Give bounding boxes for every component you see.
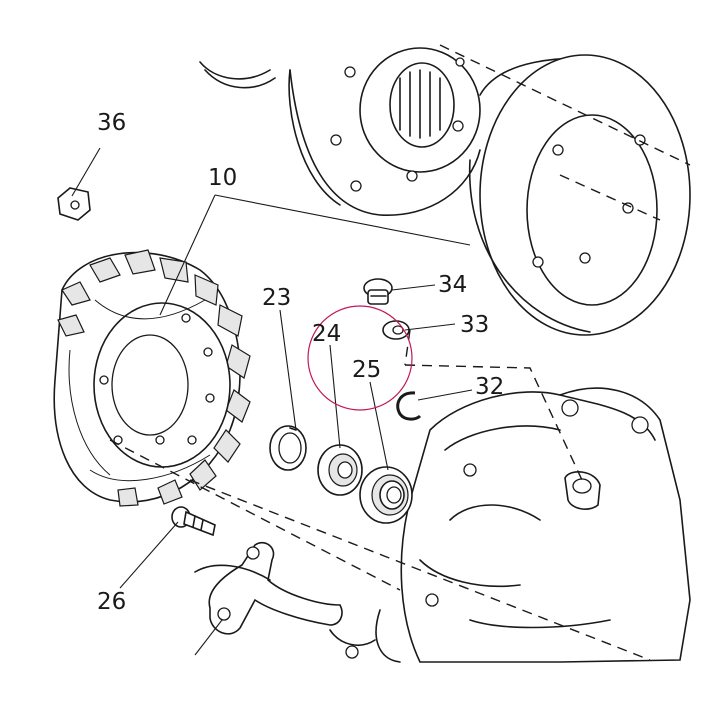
callout-23: 23 [262, 285, 291, 311]
bracket [194, 541, 343, 635]
callout-25: 25 [352, 357, 381, 383]
assembly-axes [109, 44, 691, 661]
leader-lines [71, 147, 473, 656]
stator [53, 249, 251, 507]
callout-34: 34 [438, 272, 467, 298]
callout-32: 32 [475, 374, 504, 400]
screw-34 [363, 278, 393, 305]
callout-36: 36 [97, 110, 126, 136]
circlip-23 [269, 425, 307, 471]
bearing-25 [359, 466, 413, 524]
callout-10: 10 [208, 165, 237, 191]
circlip-32 [396, 391, 422, 421]
bolt-26 [171, 506, 216, 537]
callout-26: 26 [97, 589, 126, 615]
flywheel-rotor [199, 47, 691, 336]
nut-36 [57, 187, 91, 221]
washer-24 [317, 444, 363, 496]
highlight-circle [307, 305, 413, 411]
crankcase [329, 387, 691, 663]
callout-33: 33 [460, 312, 489, 338]
callout-24: 24 [312, 321, 341, 347]
